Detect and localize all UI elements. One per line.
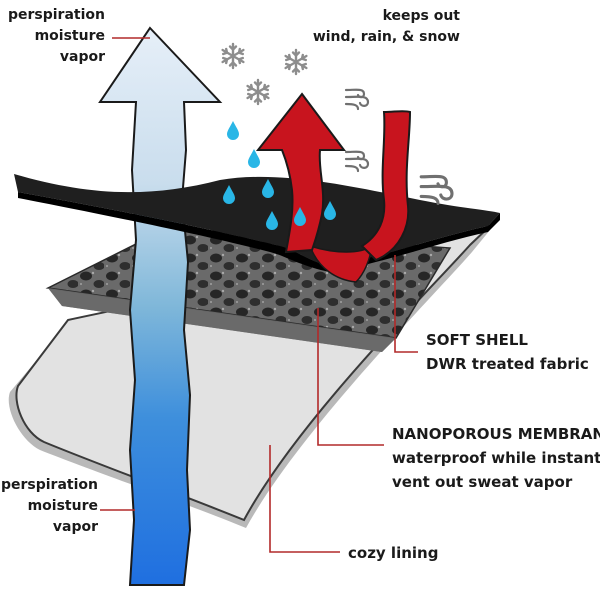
leader-soft-shell bbox=[394, 255, 418, 353]
membrane-label: NANOPOROUS MEMBRANE waterproof while ins… bbox=[392, 422, 600, 494]
soft-shell-subtitle: DWR treated fabric bbox=[426, 355, 589, 373]
wind-icon bbox=[344, 88, 370, 111]
wind-icon bbox=[419, 174, 454, 205]
cozy-lining-text: cozy lining bbox=[348, 544, 439, 562]
membrane-line-2: waterproof while instantly bbox=[392, 449, 600, 467]
perspiration-top-line-1: perspiration bbox=[7, 7, 105, 23]
wind-icon bbox=[344, 150, 370, 173]
soft-shell-title: SOFT SHELL bbox=[426, 331, 528, 349]
water-drop-icon bbox=[227, 121, 239, 140]
perspiration-bottom-line-3: vapor bbox=[52, 519, 98, 535]
snowflake-icon bbox=[284, 48, 308, 76]
leader-lines bbox=[100, 37, 418, 553]
soft-shell-label: SOFT SHELL DWR treated fabric bbox=[426, 328, 589, 376]
keeps-out-line-2: wind, rain, & snow bbox=[312, 29, 460, 45]
perspiration-bottom-line-2: moisture bbox=[27, 498, 98, 514]
cozy-lining-label: cozy lining bbox=[348, 541, 438, 565]
perspiration-bottom-line-1: perspiration bbox=[0, 477, 98, 493]
weather-arrow-icon bbox=[255, 92, 412, 262]
snowflake-icon bbox=[221, 42, 245, 70]
membrane-line-3: vent out sweat vapor bbox=[392, 473, 573, 491]
perspiration-bottom-label: perspiration moisture vapor bbox=[0, 475, 98, 538]
membrane-title: NANOPOROUS MEMBRANE bbox=[392, 425, 600, 443]
perspiration-top-label: perspiration moisture vapor bbox=[0, 5, 105, 68]
snowflake-icon bbox=[246, 78, 270, 106]
leader-membrane bbox=[317, 308, 384, 446]
keeps-out-line-1: keeps out bbox=[382, 8, 460, 24]
leader-lining bbox=[269, 445, 340, 553]
perspiration-top-line-2: moisture bbox=[34, 28, 105, 44]
keeps-out-label: keeps out wind, rain, & snow bbox=[300, 6, 460, 48]
water-drop-icon bbox=[248, 149, 260, 168]
perspiration-top-line-3: vapor bbox=[59, 49, 105, 65]
